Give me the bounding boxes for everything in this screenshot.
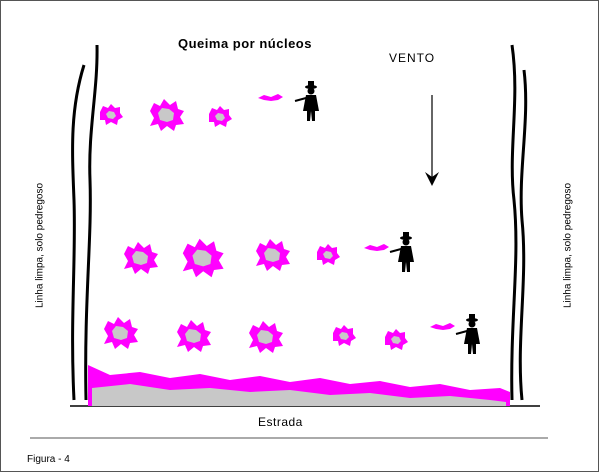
person-with-torch-icon bbox=[389, 231, 415, 273]
fire-nucleus bbox=[100, 104, 123, 125]
fire-row-2 bbox=[124, 231, 415, 278]
torch-flame bbox=[430, 323, 455, 330]
person-with-torch-icon bbox=[455, 313, 481, 355]
left-boundary-outer bbox=[71, 64, 86, 401]
road-fire-front bbox=[88, 365, 510, 406]
left-boundary-label: Linha limpa, solo pedregoso bbox=[34, 182, 46, 309]
figure-caption: Figura - 4 bbox=[27, 454, 70, 465]
fire-nucleus bbox=[182, 238, 224, 278]
right-boundary-inner bbox=[510, 44, 518, 401]
wind-label: VENTO bbox=[389, 51, 436, 65]
torch-flame bbox=[364, 244, 389, 251]
fire-nucleus bbox=[317, 244, 340, 265]
fire-row-1 bbox=[100, 80, 320, 131]
fire-nucleus bbox=[333, 325, 356, 346]
fire-nucleus bbox=[150, 99, 184, 131]
person-with-torch-icon bbox=[294, 80, 320, 122]
fire-nucleus bbox=[249, 321, 283, 353]
figure-title: Queima por núcleos bbox=[178, 36, 312, 51]
fire-nucleus bbox=[177, 320, 211, 352]
fire-nucleus bbox=[209, 106, 232, 127]
fire-nucleus bbox=[256, 239, 290, 271]
fire-nucleus bbox=[104, 317, 138, 349]
fire-nucleus bbox=[385, 329, 408, 350]
right-boundary-outer bbox=[518, 69, 528, 401]
arrow-down-icon bbox=[425, 95, 439, 186]
right-boundary-label: Linha limpa, solo pedregoso bbox=[562, 182, 574, 309]
fire-row-3 bbox=[104, 313, 481, 355]
torch-flame bbox=[258, 94, 283, 101]
left-boundary-inner bbox=[84, 44, 99, 401]
fire-nucleus bbox=[124, 242, 158, 274]
road-label: Estrada bbox=[258, 415, 303, 429]
